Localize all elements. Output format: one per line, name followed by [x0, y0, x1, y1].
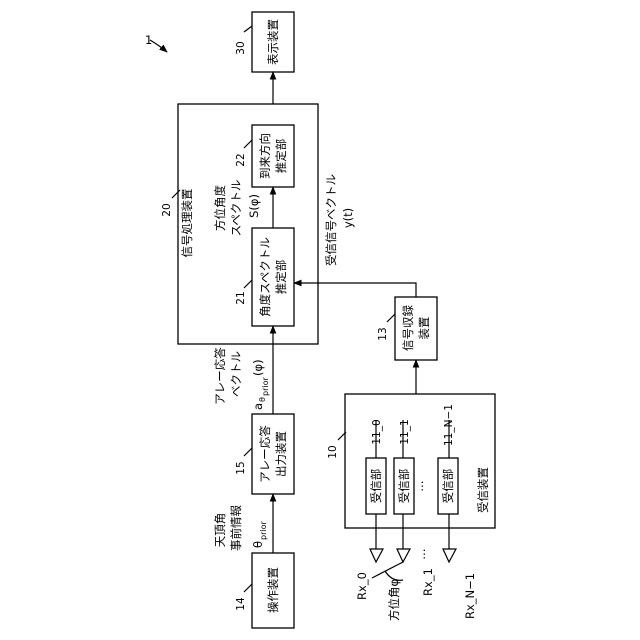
display-device-label: 表示装置 [266, 19, 280, 65]
rx-vector-symbol: y(t) [341, 208, 355, 228]
receiver-unit-0-label: 受信部 [369, 469, 383, 504]
angle-spectrum-ref: 21 [235, 291, 247, 304]
signal-recorder-line2: 装置 [417, 317, 431, 340]
array-output-line2: 出力装置 [274, 431, 288, 477]
azimuth-angle-line [372, 562, 403, 578]
zenith-sub: prior [259, 521, 268, 540]
operation-device-leader [244, 584, 252, 592]
array-response-phi: (φ) [251, 359, 265, 376]
figure-ref-arrow [150, 40, 167, 52]
antenna-dots: ⋯ [417, 548, 431, 560]
antenna-1 [397, 549, 410, 562]
array-response-theta: θ [258, 397, 267, 402]
signal-processor-ref: 20 [161, 203, 173, 216]
receiver-unit-1-ref: 11_1 [399, 419, 411, 444]
receiver-unit-0-ref: 11_0 [371, 419, 383, 444]
antenna-0 [370, 549, 383, 562]
array-response-line2: ベクトル [229, 351, 243, 397]
signal-processor-label: 信号処理装置 [180, 189, 194, 258]
signal-recorder-leader [387, 314, 395, 322]
array-response-sub: prior [261, 377, 270, 396]
receiver-ref: 10 [327, 445, 339, 458]
display-device-ref: 30 [235, 41, 247, 54]
signal-recorder-ref: 13 [377, 327, 389, 340]
figure-ref-number: 1 [145, 33, 152, 47]
operation-device-label: 操作装置 [266, 567, 280, 613]
rx-vector-line1: 受信信号ベクトル [324, 174, 338, 266]
array-output-ref: 15 [235, 461, 247, 474]
antenna-2 [443, 549, 456, 562]
azimuth-spectrum-symbol: S(φ) [247, 194, 261, 218]
angle-spectrum-line2: 推定部 [274, 260, 288, 295]
array-response-a: a [251, 403, 265, 410]
operation-device-ref: 14 [235, 597, 247, 611]
array-output-leader [244, 448, 252, 456]
azimuth-spectrum-line1: 方位角度 [213, 185, 227, 231]
receiver-label: 受信装置 [476, 467, 490, 513]
antenna-0-label: Rx_0 [355, 572, 369, 600]
array-output-line1: アレー応答 [258, 425, 272, 483]
angle-spectrum-line1: 角度スペクトル [258, 237, 272, 317]
azimuth-angle-arc [385, 571, 403, 580]
array-response-formula: a θ prior (φ) [251, 359, 270, 410]
zenith-theta: θ [251, 541, 265, 548]
receiver-unit-1-label: 受信部 [397, 469, 411, 504]
zenith-line1: 天頂角 [213, 513, 227, 548]
azimuth-spectrum-line2: スペクトル [229, 180, 243, 237]
antenna-1-label: Rx_1 [421, 568, 435, 596]
azimuth-angle-label: 方位角φ [387, 579, 401, 621]
signal-recorder-line1: 信号収録 [401, 305, 415, 351]
arrival-direction-line2: 推定部 [274, 139, 288, 174]
array-response-line1: アレー応答 [213, 347, 227, 405]
zenith-line2: 事前情報 [229, 505, 243, 551]
receiver-unit-2-label: 受信部 [441, 469, 455, 504]
receiver-dots: ⋯ [415, 480, 429, 492]
arrival-direction-line1: 到来方向 [258, 133, 272, 179]
display-device-leader [244, 26, 252, 32]
antenna-2-label: Rx_N−1 [463, 573, 477, 619]
arrival-direction-ref: 22 [235, 153, 247, 166]
signal-processor-box [178, 104, 318, 344]
zenith-formula: θ prior [251, 521, 268, 548]
